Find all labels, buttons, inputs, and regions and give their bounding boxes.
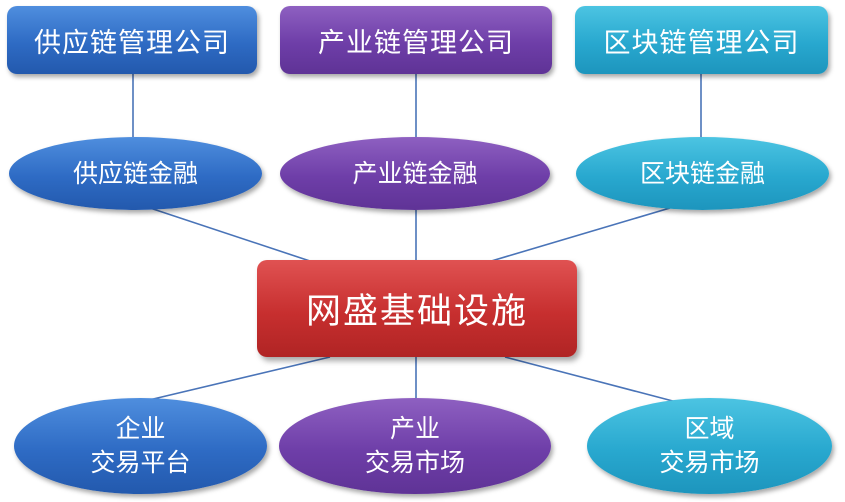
company-box-industry-chain: 产业链管理公司: [280, 6, 552, 74]
finance-ellipse-industry-chain: 产业链金融: [280, 137, 550, 210]
connector-core-market1: [127, 356, 331, 406]
company-box-supply-chain: 供应链管理公司: [7, 6, 257, 74]
connector-core-market3: [504, 356, 689, 406]
market-line1: 企业: [115, 414, 166, 443]
market-line1: 区域: [684, 414, 735, 443]
company-box-blockchain: 区块链管理公司: [575, 6, 828, 74]
market-ellipse-regional: 区域 交易市场: [587, 398, 832, 494]
core-infrastructure-box: 网盛基础设施: [257, 260, 577, 357]
finance-ellipse-supply-chain: 供应链金融: [9, 137, 262, 210]
connector-finance3-core: [487, 207, 671, 263]
market-line2: 交易市场: [364, 448, 465, 477]
market-line2: 交易市场: [659, 448, 760, 477]
market-line2: 交易平台: [90, 448, 191, 477]
market-ellipse-enterprise: 企业 交易平台: [14, 398, 267, 494]
connector-finance1-core: [149, 207, 323, 266]
market-line1: 产业: [389, 414, 440, 443]
finance-ellipse-blockchain: 区块链金融: [576, 137, 829, 210]
market-ellipse-industry: 产业 交易市场: [279, 398, 551, 494]
